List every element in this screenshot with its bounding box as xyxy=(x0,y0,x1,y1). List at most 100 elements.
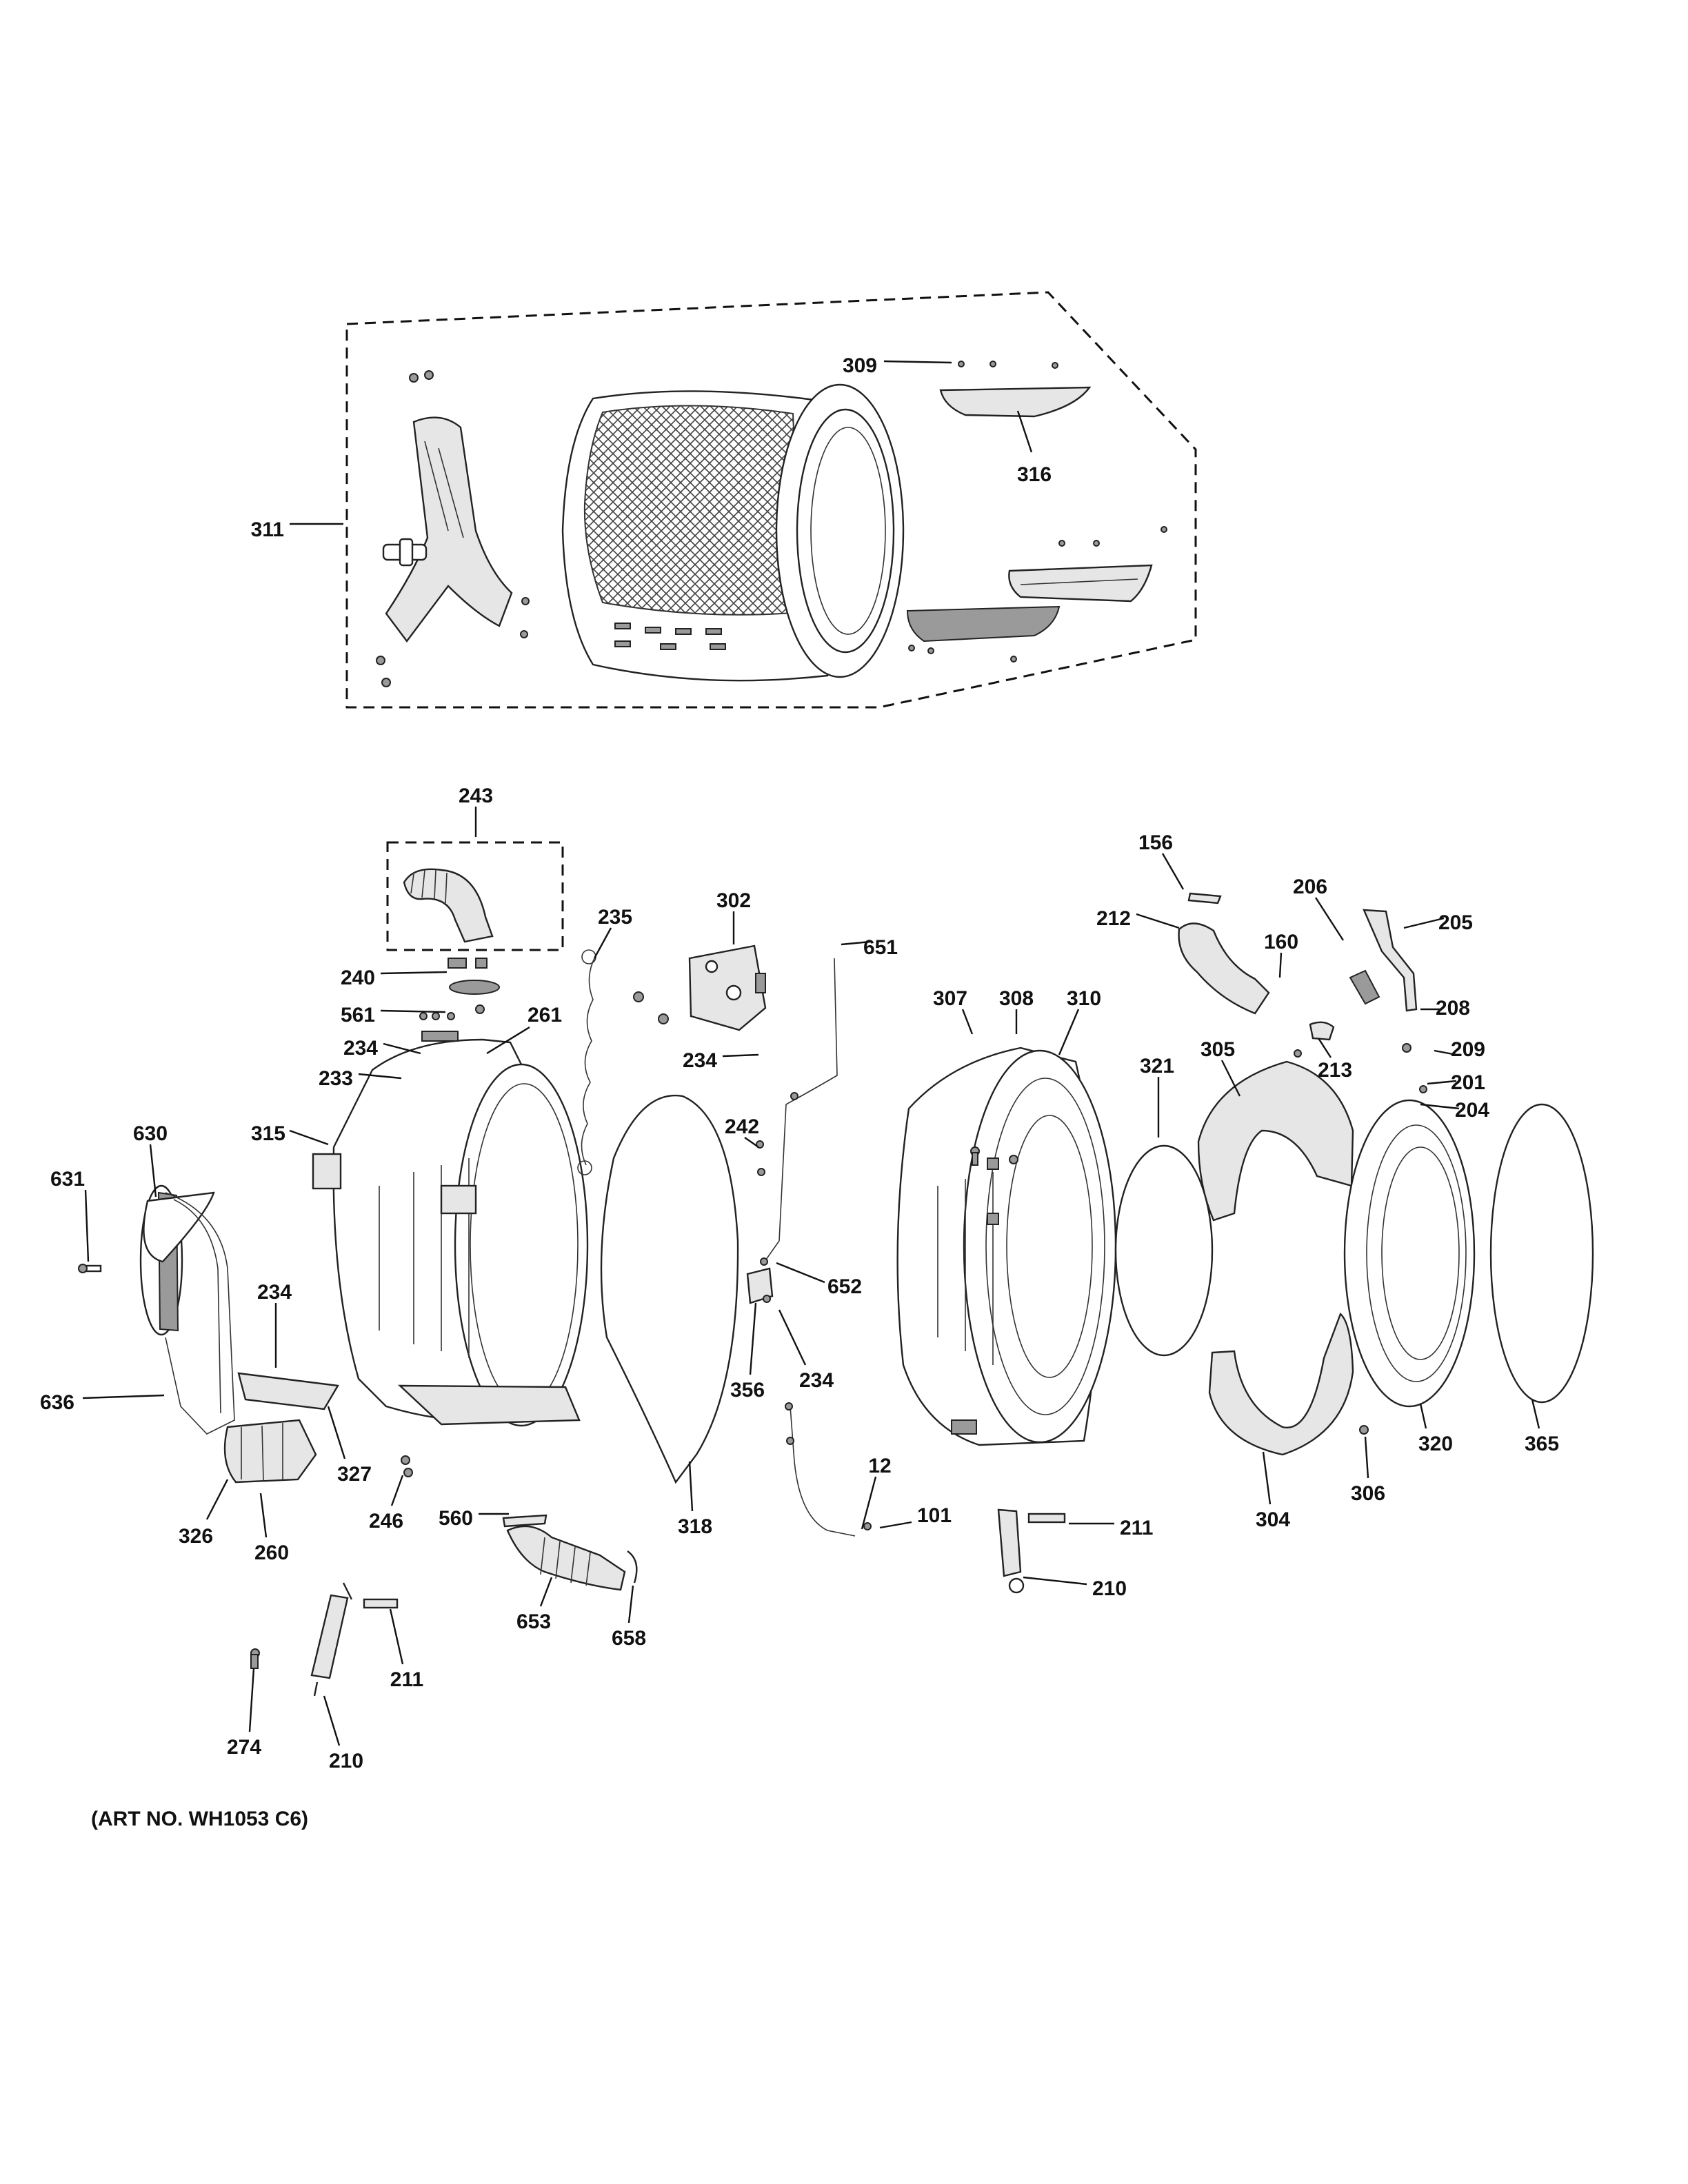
part-callout-c631: 631 xyxy=(50,1168,85,1191)
leader-line-c307 xyxy=(961,1009,974,1035)
part-callout-c651: 651 xyxy=(863,936,898,959)
part-callout-c210b: 210 xyxy=(329,1750,363,1772)
leader-line-c156 xyxy=(1161,853,1185,890)
leader-line-c101 xyxy=(879,1521,912,1529)
part-callout-c636: 636 xyxy=(40,1391,74,1414)
part-callout-c233: 233 xyxy=(319,1067,353,1090)
part-callout-c302: 302 xyxy=(716,889,751,912)
part-callout-c311: 311 xyxy=(251,518,284,541)
part-callout-c243: 243 xyxy=(459,785,493,807)
fastener-set xyxy=(250,958,1427,1669)
leader-line-c234a xyxy=(383,1042,421,1055)
leader-line-c201 xyxy=(1427,1080,1457,1085)
pulley-bolt-part xyxy=(78,1264,102,1273)
part-callout-c101: 101 xyxy=(917,1504,952,1527)
part-callout-c209: 209 xyxy=(1451,1038,1485,1061)
part-callout-c310: 310 xyxy=(1067,987,1101,1010)
leader-line-c630 xyxy=(149,1144,157,1197)
part-callout-c309: 309 xyxy=(843,354,877,377)
part-callout-c630: 630 xyxy=(133,1122,168,1145)
leader-line-c160 xyxy=(1278,952,1283,978)
part-callout-c320: 320 xyxy=(1418,1433,1453,1455)
leader-line-c235 xyxy=(593,927,612,959)
part-callout-c327: 327 xyxy=(337,1463,372,1486)
part-callout-c318: 318 xyxy=(678,1515,712,1538)
hose-group-boundary xyxy=(386,841,564,951)
part-callout-c213: 213 xyxy=(1318,1059,1352,1082)
part-callout-c365: 365 xyxy=(1525,1433,1559,1455)
leader-line-c205 xyxy=(1403,917,1445,929)
pressure-sensor-part xyxy=(746,1267,774,1304)
tub-rear-part xyxy=(312,1038,589,1427)
part-callout-c208: 208 xyxy=(1436,997,1470,1020)
part-callout-c658: 658 xyxy=(612,1627,646,1650)
leader-line-c316 xyxy=(1016,410,1033,453)
part-callout-c315: 315 xyxy=(251,1122,285,1145)
part-callout-c260: 260 xyxy=(254,1541,289,1564)
drive-belt-inner-part xyxy=(173,1199,221,1414)
latch-part xyxy=(1349,969,1380,1005)
leader-line-c636 xyxy=(82,1394,165,1399)
leader-line-c658 xyxy=(627,1585,634,1624)
front-ring-part xyxy=(1343,1099,1476,1408)
damper-right-part xyxy=(997,1508,1066,1594)
part-callout-c201: 201 xyxy=(1451,1071,1485,1094)
drive-motor-part xyxy=(223,1419,317,1484)
leader-line-c653 xyxy=(539,1577,553,1607)
part-callout-c307: 307 xyxy=(933,987,967,1010)
part-callout-c204: 204 xyxy=(1455,1099,1489,1122)
leader-line-c315 xyxy=(289,1129,329,1146)
leader-line-c234d xyxy=(778,1309,807,1366)
part-callout-c306: 306 xyxy=(1351,1482,1385,1505)
part-callout-c652: 652 xyxy=(827,1275,862,1298)
part-callout-c240: 240 xyxy=(341,967,375,989)
part-callout-c326: 326 xyxy=(179,1525,213,1548)
part-callout-c246: 246 xyxy=(369,1510,403,1533)
leader-line-c631 xyxy=(84,1189,90,1262)
part-callout-c206: 206 xyxy=(1293,876,1327,898)
leader-line-c234b xyxy=(722,1053,759,1058)
drain-bellows-part xyxy=(506,1525,626,1591)
tension-spring-part xyxy=(577,949,596,1175)
leader-line-c327 xyxy=(327,1406,346,1459)
leader-line-c652 xyxy=(776,1262,825,1284)
fill-hose-part xyxy=(403,868,494,943)
leader-line-c651 xyxy=(841,940,871,946)
leader-line-c561 xyxy=(380,1009,446,1013)
dispenser-seal-part xyxy=(1187,892,1222,904)
part-callout-c211b: 211 xyxy=(390,1668,423,1691)
part-callout-c205: 205 xyxy=(1438,911,1473,934)
leader-line-c304 xyxy=(1262,1451,1272,1505)
upper-counterweight-part xyxy=(1197,1060,1354,1222)
door-gasket-part xyxy=(600,1094,739,1484)
part-callout-c160: 160 xyxy=(1264,931,1298,953)
leader-line-c320 xyxy=(1419,1403,1427,1429)
part-callout-c305: 305 xyxy=(1200,1038,1235,1061)
part-callout-c235: 235 xyxy=(598,906,632,929)
leader-line-c212 xyxy=(1136,913,1180,929)
drum-lifter-bottom-part xyxy=(906,605,1061,663)
part-callout-c242: 242 xyxy=(725,1115,759,1138)
part-callout-c356: 356 xyxy=(730,1379,765,1402)
part-callout-c308: 308 xyxy=(999,987,1034,1010)
leader-line-c318 xyxy=(688,1461,694,1512)
door-glass-part xyxy=(1489,1103,1594,1404)
damper-left-part xyxy=(310,1582,399,1697)
art-number-label: (ART NO. WH1053 C6) xyxy=(91,1808,308,1830)
leader-line-c260 xyxy=(259,1493,268,1538)
part-callout-c304: 304 xyxy=(1256,1508,1290,1531)
part-callout-c211a: 211 xyxy=(1120,1517,1153,1539)
leader-line-c326 xyxy=(205,1479,229,1520)
part-callout-c653: 653 xyxy=(516,1610,551,1633)
leader-line-c246 xyxy=(390,1475,404,1506)
leader-line-c233 xyxy=(358,1073,402,1080)
leader-line-c305 xyxy=(1220,1060,1241,1097)
leader-line-c240 xyxy=(380,971,448,975)
tub-front-part xyxy=(896,1046,1117,1446)
part-callout-c261: 261 xyxy=(528,1004,562,1027)
balance-ring-part xyxy=(1114,1144,1214,1357)
leader-line-c274 xyxy=(248,1668,255,1732)
drum-assembly-boundary xyxy=(345,291,1197,709)
leader-line-c209 xyxy=(1434,1049,1457,1056)
